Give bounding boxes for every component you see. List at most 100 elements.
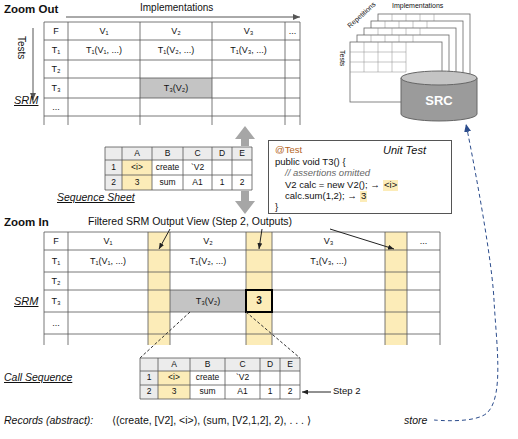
table-title: Call Sequence <box>4 371 72 383</box>
axis-arrow <box>66 17 300 18</box>
grid-line <box>44 232 45 345</box>
code-line: } <box>275 202 278 213</box>
table-cell: E <box>232 147 252 160</box>
grid-line <box>140 22 141 125</box>
table-title: SRM <box>14 94 38 107</box>
table-cell: 1 <box>260 385 280 399</box>
table-cell: F <box>44 22 68 40</box>
box-title: Unit Test <box>383 144 426 157</box>
table-cell: T₁(V₃, ...) <box>272 250 385 272</box>
table-cell: 3 <box>158 385 190 399</box>
table-cell: D <box>212 147 232 160</box>
grid-line <box>44 78 300 79</box>
grid-line <box>122 147 123 190</box>
call-sequence-sheet: Call Sequence <box>140 358 300 399</box>
table-cell: T₁(V₁, ...) <box>68 40 140 60</box>
grid-line <box>44 60 300 61</box>
table-cell: <i> <box>158 371 190 385</box>
grid-line <box>232 147 233 190</box>
table-cell: D <box>260 358 280 371</box>
grid-line <box>68 22 69 125</box>
table-title: Sequence Sheet <box>57 191 135 203</box>
table-cell: V₁ <box>68 232 148 250</box>
filtered-srm-grid: SRMFiltered SRM Output View (Step 2, Out… <box>44 215 440 345</box>
grid-line <box>350 72 406 73</box>
section-title: Zoom Out <box>4 3 58 16</box>
grid-line <box>385 232 386 345</box>
grid-line <box>280 358 281 399</box>
table-cell: ... <box>285 22 300 40</box>
sheet-grid-lines <box>105 147 252 190</box>
code-line: calc.sum(1,2); → <box>285 191 357 202</box>
code-line: V2 calc = new V2(); → <box>285 180 380 191</box>
grid-line <box>44 312 440 313</box>
grid-line <box>407 232 408 345</box>
table-cell: 2 <box>140 385 158 399</box>
store-name: SRC <box>400 94 478 109</box>
table-cell: create <box>190 371 225 385</box>
table-cell: T₁(V₁, ...) <box>68 250 148 272</box>
table-cell: C <box>183 147 212 160</box>
table-cell: <i> <box>122 160 152 175</box>
axis-label: Tests <box>338 50 346 66</box>
records-label: Records (abstract): <box>4 414 93 426</box>
block-arrow <box>241 191 249 201</box>
grid-line <box>225 358 226 399</box>
code-line: @Test <box>275 145 302 156</box>
grid-line <box>350 52 406 53</box>
table-cell: 3 <box>122 175 152 190</box>
pointer-arrow <box>302 392 331 393</box>
selected-cell <box>246 290 272 312</box>
grid-line <box>272 232 273 345</box>
sheet-header <box>140 358 300 371</box>
output-cell <box>158 385 190 399</box>
table-cell: create <box>152 160 183 175</box>
grid-line <box>190 358 191 399</box>
table-cell: E <box>280 358 300 371</box>
grid-line <box>260 358 261 399</box>
grid-line <box>44 116 300 117</box>
output-column <box>385 232 407 345</box>
grid-line <box>350 62 406 63</box>
table-cell: 1 <box>212 175 232 190</box>
table-cell: T₃(V₂) <box>170 290 246 312</box>
grid-line <box>440 232 441 345</box>
grid-line <box>44 334 440 335</box>
grid-line <box>170 232 171 345</box>
store-label: store <box>404 414 427 426</box>
output-value: <i> <box>383 180 398 191</box>
axis-label: Tests <box>15 36 27 59</box>
table-title: SRM <box>14 295 38 308</box>
sheet-header <box>105 147 122 190</box>
table-cell: T₂ <box>44 272 68 290</box>
table-cell: A1 <box>225 385 260 399</box>
table-cell: T₂ <box>44 60 68 78</box>
pointer-arrow <box>330 229 394 249</box>
grid-line <box>152 147 153 190</box>
table-cell: 2 <box>280 385 300 399</box>
table-cell: `V2 <box>183 160 212 175</box>
grid-line <box>68 232 69 345</box>
code-line: public void T3() { <box>275 157 346 168</box>
grid-line <box>300 22 301 125</box>
code-comment: // assertions omitted <box>285 168 370 179</box>
table-cell: T₁ <box>44 40 68 60</box>
table-cell: A <box>158 358 190 371</box>
axis-arrow <box>33 28 34 100</box>
grid-line <box>252 147 253 190</box>
grid-line <box>300 358 301 399</box>
grid-line <box>364 42 365 72</box>
table-cell: 1 <box>140 371 158 385</box>
grid-line <box>44 272 440 273</box>
unit-test-box: Unit Test @Testpublic void T3() {// asser… <box>268 140 452 214</box>
grid-line <box>105 175 252 176</box>
grid-line <box>285 22 286 125</box>
table-cell: T₁ <box>44 250 68 272</box>
grid-line <box>44 22 45 125</box>
step-label: Step 2 <box>333 386 360 397</box>
section-title: Zoom In <box>4 216 49 229</box>
axis-label: Implementations <box>392 2 443 10</box>
table-cell: A <box>122 147 152 160</box>
table-cell: A1 <box>183 175 212 190</box>
